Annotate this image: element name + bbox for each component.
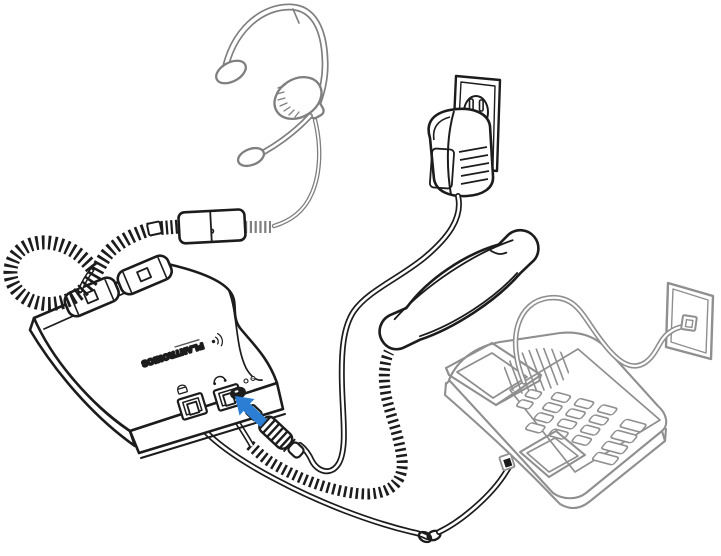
headband: [220, 3, 329, 107]
volume-slider: [116, 254, 173, 296]
handset-cradle: [444, 341, 543, 407]
adapter-vents: [458, 146, 490, 185]
power-polarity-icon: [243, 375, 256, 384]
telephone-handset: [378, 229, 540, 351]
power-adapter: [427, 107, 495, 198]
microphone-boom: [261, 113, 313, 155]
cord-plug: [146, 220, 163, 237]
handset-port-icon: [213, 375, 227, 386]
brand-logo: [211, 332, 223, 347]
ear-cushion: [273, 75, 323, 121]
brand-tagline-line: [174, 338, 200, 348]
phone-recess: [518, 429, 587, 479]
telephone: [443, 331, 668, 509]
amplifier-to-phone-cable: [190, 413, 514, 544]
phone-top-face: [447, 331, 668, 500]
phone-side-jack: [498, 452, 516, 472]
phone-base: [443, 381, 668, 509]
line-cord-plug: [680, 314, 698, 332]
telephone-keypad: [516, 389, 647, 466]
insertion-arrow: [235, 396, 267, 427]
coiled-headset-cord: [3, 220, 163, 312]
telephone-line-cord: [512, 294, 691, 385]
headband-pad: [215, 59, 247, 85]
keypad-panel: [509, 348, 661, 473]
mic-windscreen: [236, 146, 266, 168]
headset: [215, 3, 329, 229]
amplifier: PLANTRONICS: [28, 254, 286, 459]
quick-disconnect-connector: [160, 208, 271, 245]
power-cord: [297, 193, 462, 475]
headset-cable: [271, 117, 322, 229]
phone-port-icon: [176, 384, 188, 395]
phone-port: [176, 392, 208, 421]
